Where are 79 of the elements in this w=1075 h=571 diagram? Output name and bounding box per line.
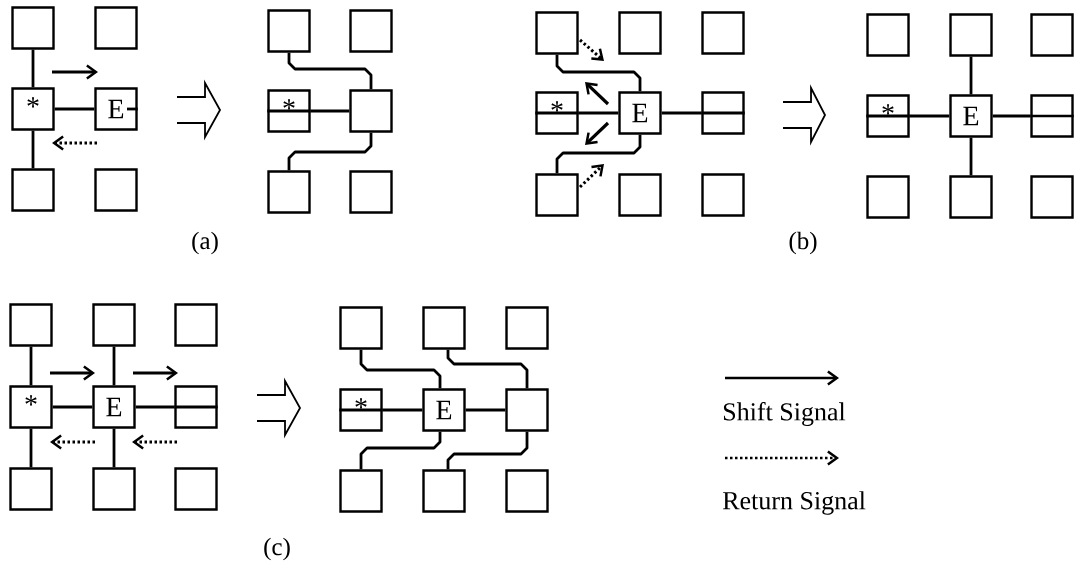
wire (446, 349, 529, 389)
square-box (174, 303, 218, 347)
square-box: * (11, 87, 55, 131)
square-box (866, 13, 910, 57)
square-box: E (618, 91, 662, 135)
square-box (92, 303, 136, 347)
legend-text: Return Signal (722, 491, 866, 515)
square-box (422, 306, 466, 350)
wire (969, 56, 973, 95)
square-box (94, 6, 138, 50)
square-box (1030, 94, 1074, 138)
panel-label: (a) (192, 231, 218, 255)
square-box (94, 168, 138, 212)
square-box (9, 467, 53, 511)
square-box (174, 467, 218, 511)
square-box (349, 9, 393, 53)
square-box: * (339, 388, 383, 432)
square-box (505, 306, 549, 350)
square-box (11, 6, 55, 50)
square-box (535, 173, 579, 217)
wire (52, 405, 93, 409)
wire (112, 428, 116, 468)
square-box: * (866, 94, 910, 138)
wire (446, 431, 529, 470)
wire (909, 114, 950, 118)
wire (465, 408, 506, 412)
square-box (701, 91, 745, 135)
square-box: E (94, 87, 138, 131)
wire (555, 134, 642, 174)
square-box (701, 173, 745, 217)
square-box (92, 467, 136, 511)
square-box (949, 13, 993, 57)
square-box: * (267, 89, 311, 133)
wire (112, 346, 116, 386)
square-box (618, 11, 662, 55)
square-box (505, 469, 549, 513)
wire (287, 132, 373, 171)
panel-label: (c) (264, 537, 290, 561)
square-box (349, 89, 393, 133)
square-box: E (422, 388, 466, 432)
square-box (9, 303, 53, 347)
square-box (339, 306, 383, 350)
wire (661, 111, 702, 115)
wire (54, 107, 95, 111)
square-box: * (9, 385, 53, 429)
wire (29, 346, 33, 386)
wire (135, 405, 175, 409)
square-box (339, 469, 383, 513)
square-box (535, 11, 579, 55)
square-box (866, 175, 910, 219)
wire (969, 137, 973, 176)
square-box (11, 168, 55, 212)
wire (992, 114, 1031, 118)
wire (31, 49, 35, 88)
wire (31, 130, 35, 169)
square-box: E (92, 385, 136, 429)
square-box (267, 9, 311, 53)
wire (359, 349, 442, 389)
legend-text: Shift Signal (723, 402, 846, 426)
square-box (701, 11, 745, 55)
wire (29, 428, 33, 468)
square-box (505, 388, 549, 432)
square-box (422, 469, 466, 513)
wire (310, 109, 350, 113)
square-box (174, 385, 218, 429)
square-box (349, 170, 393, 214)
square-box (267, 170, 311, 214)
square-box (949, 175, 993, 219)
square-box (1030, 13, 1074, 57)
square-box (1030, 175, 1074, 219)
square-box (618, 173, 662, 217)
wire (359, 431, 442, 470)
wire (287, 52, 373, 90)
wire (555, 54, 642, 92)
square-box: * (535, 91, 579, 135)
panel-label: (b) (789, 231, 817, 255)
wire (382, 408, 423, 412)
wire (578, 111, 619, 115)
square-box: E (949, 94, 993, 138)
